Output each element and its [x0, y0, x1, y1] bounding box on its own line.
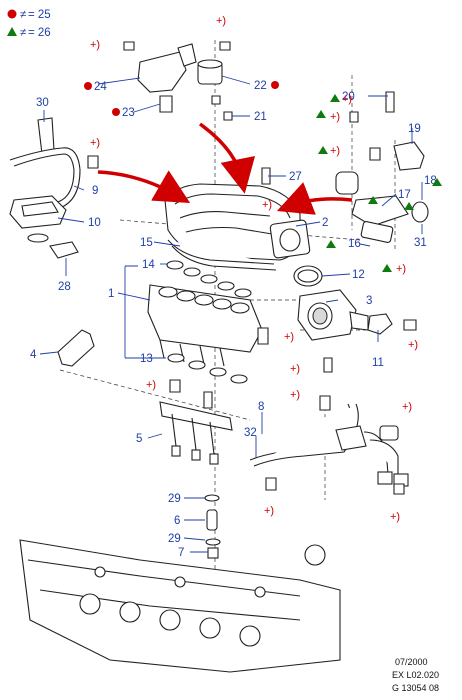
callout-10: 10 [88, 217, 101, 229]
green-triangle-icon [432, 178, 442, 186]
plus-marker: +) [216, 15, 226, 27]
fasteners [169, 167, 417, 495]
sensor-cluster [335, 91, 429, 243]
fuel-lines [249, 403, 409, 487]
plus-marker: +) [342, 93, 352, 105]
lower-intake-manifold [147, 284, 263, 367]
manifold-gasket-15 [167, 239, 277, 271]
variant-triangles [316, 94, 442, 272]
callout-9: 9 [92, 185, 98, 197]
callout-28: 28 [58, 281, 71, 293]
plus-marker: +) [284, 331, 294, 343]
variant-dots [84, 81, 279, 116]
red-dot-icon [112, 108, 120, 116]
callout-27: 27 [289, 171, 302, 183]
callout-32: 32 [244, 427, 257, 439]
red-dot-icon [271, 81, 279, 89]
red-direction-arrows [97, 122, 353, 215]
green-triangle-icon [330, 94, 340, 102]
footer-ref2: G 13054 08 [392, 683, 439, 693]
green-triangle-icon [326, 240, 336, 248]
vapour-canister [9, 195, 67, 243]
green-triangle-icon [318, 146, 328, 154]
legend-not-equal-symbol-2: ≠ [20, 27, 26, 39]
green-triangle-icon [404, 202, 414, 210]
plus-marker: +) [390, 511, 400, 523]
callouts: 30 9 10 28 24 23 22 21 27 2 15 14 12 1 3… [30, 80, 437, 559]
plus-marker: +) [264, 505, 274, 517]
plus-marker: +) [90, 137, 100, 149]
callout-4: 4 [30, 349, 37, 361]
callout-6: 6 [174, 515, 180, 527]
callout-12: 12 [352, 269, 365, 281]
red-dot-icon [84, 82, 92, 90]
o-rings-14 [166, 260, 252, 298]
callout-14: 14 [142, 259, 155, 271]
leader-lines [39, 75, 423, 553]
callout-2: 2 [322, 217, 328, 229]
plus-markers: +) +) +) +) +) +) +) +) +) +) +) +) +) +… [90, 15, 418, 523]
red-dot-icon [7, 9, 17, 19]
gasket-28 [49, 241, 79, 259]
callout-15: 15 [140, 237, 153, 249]
upper-intake-manifold [164, 183, 311, 261]
callout-13: 13 [140, 353, 153, 365]
callout-7: 7 [178, 547, 184, 559]
green-triangle-icon [368, 196, 378, 204]
plus-marker: +) [262, 199, 272, 211]
plus-marker: +) [408, 339, 418, 351]
callout-3: 3 [366, 295, 372, 307]
bracket-4 [57, 329, 95, 367]
callout-1: 1 [108, 288, 114, 300]
red-arrow-left [97, 170, 191, 204]
plus-marker: +) [330, 111, 340, 123]
footer-ref1: EX L02.020 [392, 670, 439, 680]
footer-date: 07/2000 [395, 657, 428, 667]
callout-23: 23 [122, 107, 135, 119]
callout-22: 22 [254, 80, 267, 92]
fuel-rail [159, 401, 233, 465]
callout-30: 30 [36, 97, 49, 109]
callout-29a: 29 [168, 493, 181, 505]
callout-20: 20 [342, 91, 355, 103]
plus-marker: +) [146, 379, 156, 391]
plus-marker: +) [396, 263, 406, 275]
hose-and-bracket [9, 117, 99, 209]
callout-31: 31 [414, 237, 427, 249]
footer: 07/2000 EX L02.020 G 13054 08 [392, 657, 439, 693]
callout-17: 17 [398, 189, 411, 201]
legend-not-equal-symbol: ≠ [20, 9, 26, 21]
legend-triangle-label: = 26 [28, 27, 51, 39]
callout-19: 19 [408, 123, 421, 135]
legend-dot-label: = 25 [28, 9, 51, 21]
callout-11: 11 [372, 357, 384, 369]
callout-24: 24 [94, 81, 107, 93]
green-triangle-icon [7, 27, 17, 36]
injector-parts [204, 494, 221, 559]
red-arrow-top [198, 122, 256, 194]
callout-8: 8 [258, 401, 264, 413]
red-arrow-right [276, 182, 353, 215]
callout-16: 16 [348, 238, 361, 250]
green-triangle-icon [316, 110, 326, 118]
green-triangle-icon [382, 264, 392, 272]
plus-marker: +) [290, 389, 300, 401]
vacuum-bracket-assembly [123, 41, 233, 121]
callout-21: 21 [254, 111, 267, 123]
callout-5: 5 [136, 433, 142, 445]
plus-marker: +) [90, 39, 100, 51]
o-rings-13 [167, 353, 248, 384]
plus-marker: +) [402, 401, 412, 413]
callout-29b: 29 [168, 533, 181, 545]
legend: ≠ = 25 ≠ = 26 [7, 9, 51, 39]
throttle-body [293, 265, 393, 341]
plus-marker: +) [290, 363, 300, 375]
cylinder-head [19, 539, 341, 673]
plus-marker: +) [330, 145, 340, 157]
